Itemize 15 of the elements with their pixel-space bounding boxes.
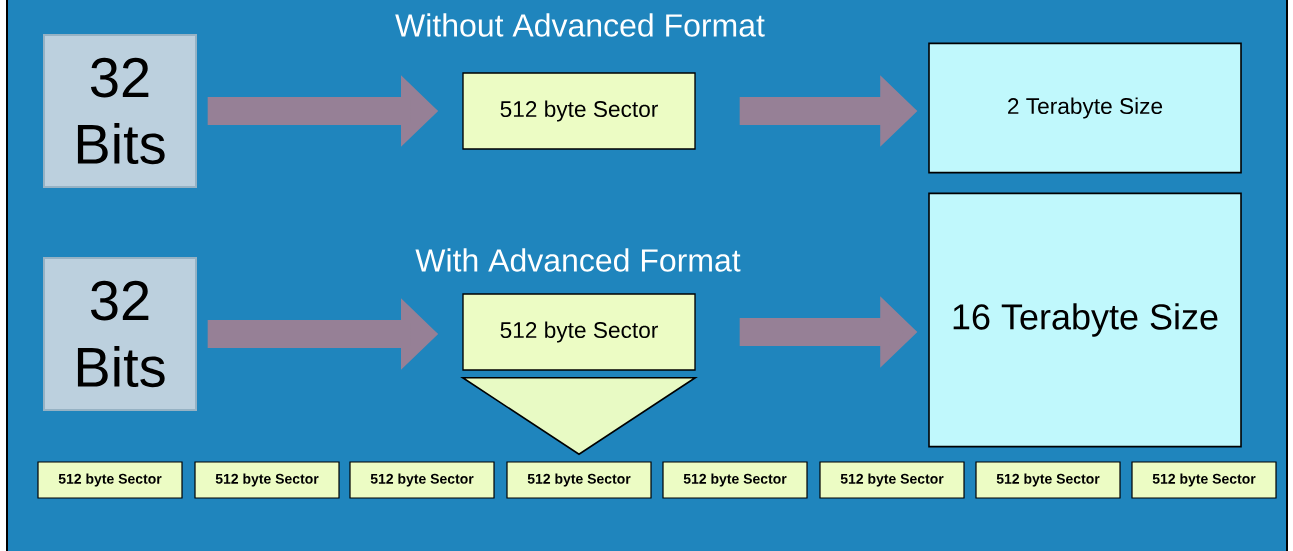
sector-box: 512 byte Sector (506, 461, 652, 499)
sector-box: 512 byte Sector (1131, 461, 1277, 499)
sector-box: 512 byte Sector (194, 461, 340, 499)
heading: Without Advanced Format (395, 13, 765, 37)
sector-box: 512 byte Sector (975, 461, 1121, 499)
sector-box: 512 byte Sector (37, 461, 183, 499)
bits-box: 32 Bits (43, 34, 197, 188)
sector-box: 512 byte Sector (462, 72, 696, 150)
sector-box: 512 byte Sector (462, 293, 696, 371)
sector-box: 512 byte Sector (819, 461, 965, 499)
size-box: 16 Terabyte Size (928, 192, 1242, 448)
sector-box: 512 byte Sector (662, 461, 808, 499)
bits-box: 32 Bits (43, 257, 197, 411)
sector-box: 512 byte Sector (349, 461, 495, 499)
size-box: 2 Terabyte Size (928, 42, 1242, 174)
